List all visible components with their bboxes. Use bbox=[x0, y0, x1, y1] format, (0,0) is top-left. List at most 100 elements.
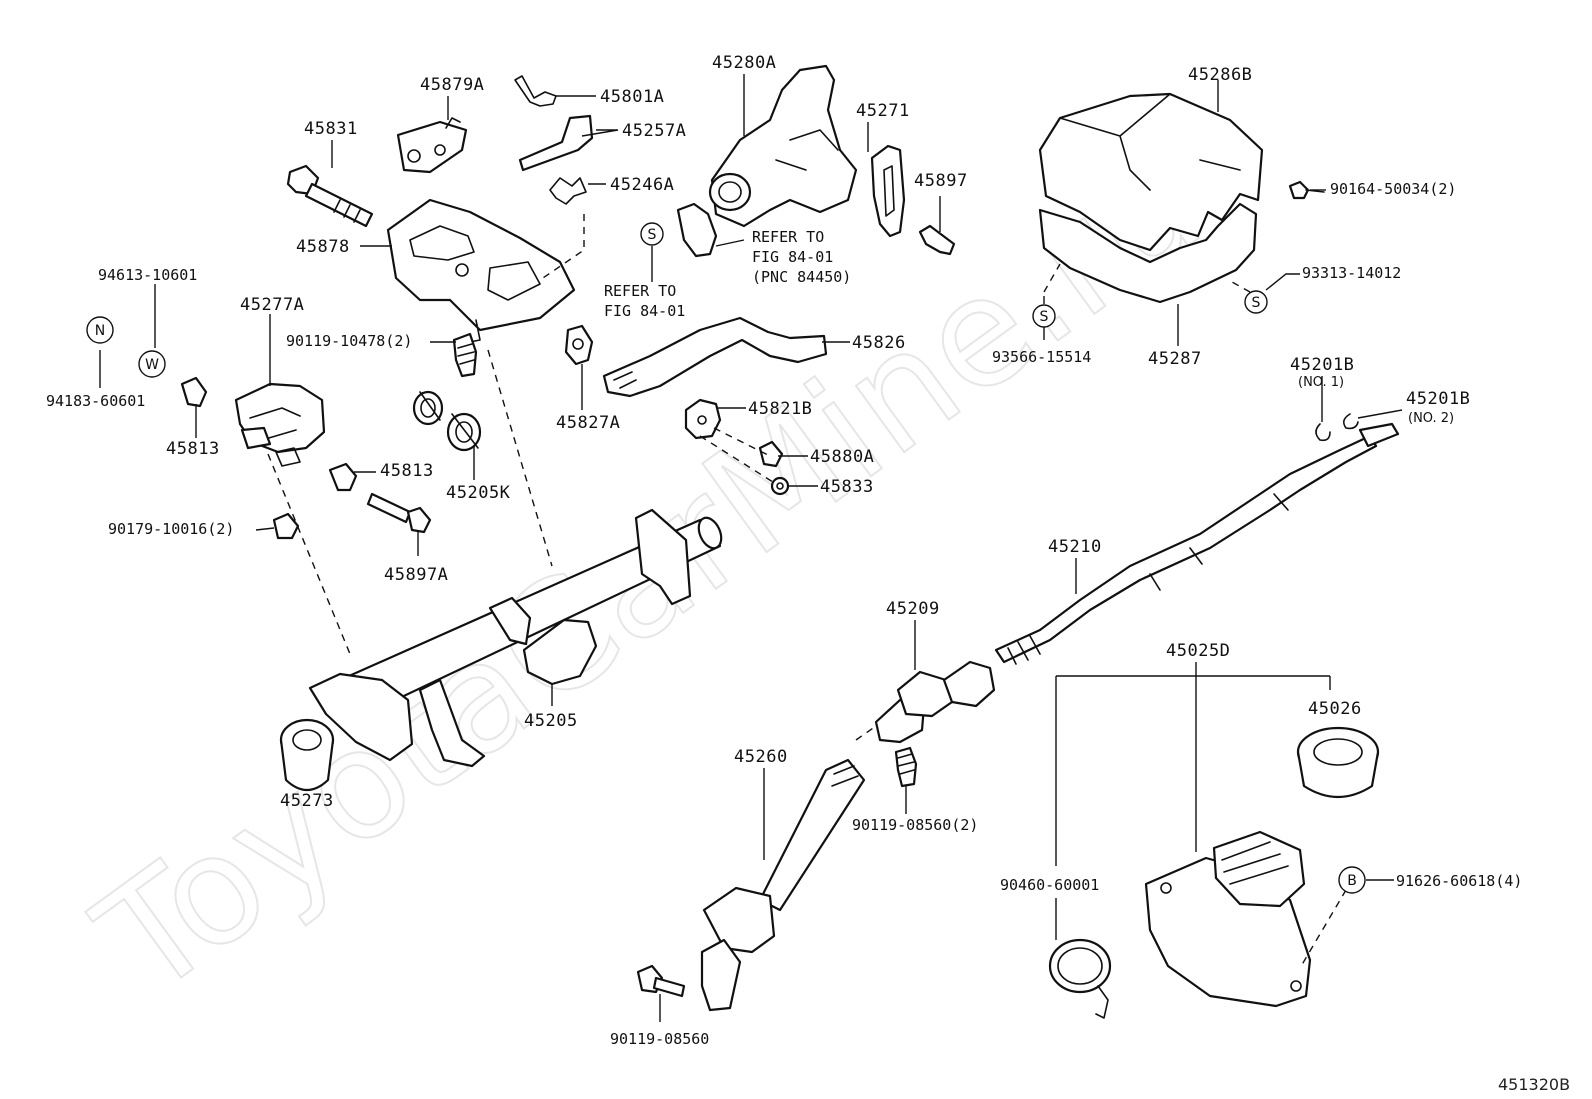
part-45246A-spring bbox=[549, 177, 587, 205]
diagram-code: 451320B bbox=[1498, 1075, 1570, 1094]
part-45878-bracket bbox=[386, 198, 576, 343]
label-45813-b: 45813 bbox=[380, 461, 434, 481]
part-45826-bracket bbox=[602, 316, 828, 398]
label-45897: 45897 bbox=[914, 171, 968, 191]
svg-text:B: B bbox=[1347, 873, 1357, 889]
label-94183-60601: 94183-60601 bbox=[46, 392, 145, 410]
label-45205: 45205 bbox=[524, 711, 578, 731]
symbol-s-93313: S bbox=[1244, 290, 1268, 314]
label-45801A: 45801A bbox=[600, 87, 664, 107]
label-90119-08560-2: 90119-08560(2) bbox=[852, 816, 978, 834]
label-45201B-no1: 45201B bbox=[1290, 355, 1354, 375]
leader-lines bbox=[99, 74, 1403, 1022]
label-45201B-no2: 45201B bbox=[1406, 389, 1470, 409]
label-45833: 45833 bbox=[820, 477, 874, 497]
part-45286B-upper-cover bbox=[1038, 92, 1264, 252]
label-93313-14012: 93313-14012 bbox=[1302, 264, 1401, 282]
label-45025D: 45025D bbox=[1166, 641, 1230, 661]
part-45813-clip-a bbox=[180, 376, 208, 408]
part-45209-universal-joint bbox=[874, 660, 996, 744]
symbol-s-93566: S bbox=[1032, 304, 1056, 328]
label-90179-10016: 90179-10016(2) bbox=[108, 520, 234, 538]
part-45827A-clip bbox=[564, 324, 594, 366]
label-45201B-no2-sub: (NO. 2) bbox=[1408, 411, 1454, 426]
label-45831: 45831 bbox=[304, 119, 358, 139]
part-90164-screw bbox=[1288, 180, 1325, 200]
svg-text:S: S bbox=[648, 227, 657, 243]
part-45277A-bracket bbox=[234, 382, 326, 467]
label-45201B-no1-sub: (NO. 1) bbox=[1298, 375, 1344, 390]
part-45201B-clip-no1 bbox=[1315, 423, 1331, 442]
part-90179-nut bbox=[272, 512, 300, 540]
part-45879A-bracket bbox=[396, 117, 468, 174]
symbol-s-refer: S bbox=[640, 222, 664, 246]
part-45801A-clip bbox=[514, 75, 557, 107]
part-45205-column-tube bbox=[308, 508, 723, 768]
label-45897A: 45897A bbox=[384, 565, 448, 585]
part-45257A-plate bbox=[518, 114, 594, 172]
label-45210: 45210 bbox=[1048, 537, 1102, 557]
label-45205K: 45205K bbox=[446, 483, 511, 503]
label-45880A: 45880A bbox=[810, 447, 874, 467]
part-90119-08560-bolt-2 bbox=[894, 746, 918, 788]
part-45813-clip-b bbox=[328, 462, 358, 492]
label-45277A: 45277A bbox=[240, 295, 304, 315]
part-90119-08560-bolt bbox=[636, 964, 686, 998]
symbol-w: W bbox=[138, 350, 166, 378]
label-45879A: 45879A bbox=[420, 75, 484, 95]
label-45878: 45878 bbox=[296, 237, 350, 257]
part-90460-clamp bbox=[1048, 938, 1112, 1019]
part-45897A-bolt bbox=[366, 492, 432, 534]
label-45826: 45826 bbox=[852, 333, 906, 353]
label-94613-10601: 94613-10601 bbox=[98, 266, 197, 284]
label-45287: 45287 bbox=[1148, 349, 1202, 369]
part-45210-shaft bbox=[994, 422, 1400, 665]
label-45026: 45026 bbox=[1308, 699, 1362, 719]
label-45821B: 45821B bbox=[748, 399, 812, 419]
label-45271: 45271 bbox=[856, 101, 910, 121]
label-45827A: 45827A bbox=[556, 413, 620, 433]
label-refer2-line1: REFER TO bbox=[604, 282, 676, 300]
part-45273-bushing bbox=[279, 718, 335, 792]
svg-text:N: N bbox=[95, 323, 105, 339]
label-45246A: 45246A bbox=[610, 175, 674, 195]
symbol-n: N bbox=[86, 316, 114, 344]
part-45880A-bolt bbox=[758, 440, 784, 468]
part-45260-lower-shaft bbox=[700, 758, 866, 1012]
part-90119-10478-bolt bbox=[452, 332, 478, 378]
part-45280A-housing bbox=[708, 64, 858, 228]
label-45257A: 45257A bbox=[622, 121, 686, 141]
part-45897-bolt bbox=[918, 224, 956, 256]
part-45026-seal bbox=[1296, 726, 1380, 798]
label-refer1-line2: FIG 84-01 bbox=[752, 248, 833, 266]
part-lock-cylinder bbox=[676, 202, 718, 258]
label-45273: 45273 bbox=[280, 791, 334, 811]
dashed-assembly-lines bbox=[267, 214, 1347, 969]
part-45287-lower-cover bbox=[1038, 202, 1258, 304]
label-45280A: 45280A bbox=[712, 53, 776, 73]
part-45831-bolt bbox=[286, 164, 374, 228]
label-90119-08560: 90119-08560 bbox=[610, 1030, 709, 1048]
svg-text:W: W bbox=[145, 357, 159, 373]
part-45025D-boot bbox=[1144, 830, 1312, 1008]
label-45286B: 45286B bbox=[1188, 65, 1252, 85]
label-91626-60618: 91626-60618(4) bbox=[1396, 872, 1522, 890]
part-45821B-bracket bbox=[684, 398, 722, 440]
svg-text:S: S bbox=[1252, 295, 1261, 311]
label-refer2-line2: FIG 84-01 bbox=[604, 302, 685, 320]
label-refer1-line3: (PNC 84450) bbox=[752, 268, 851, 286]
part-45271-plate bbox=[870, 144, 906, 238]
label-93566-15514: 93566-15514 bbox=[992, 348, 1091, 366]
label-45260: 45260 bbox=[734, 747, 788, 767]
label-refer1-line1: REFER TO bbox=[752, 228, 824, 246]
label-45209: 45209 bbox=[886, 599, 940, 619]
symbol-b: B bbox=[1338, 866, 1366, 894]
part-labels: 45879A 45801A 45280A 45286B 45831 45257A… bbox=[46, 53, 1522, 1048]
label-90164-50034: 90164-50034(2) bbox=[1330, 180, 1456, 198]
part-45205K-springs bbox=[412, 390, 482, 452]
label-90119-10478: 90119-10478(2) bbox=[286, 332, 412, 350]
label-45813-a: 45813 bbox=[166, 439, 220, 459]
part-45833-nut bbox=[770, 476, 790, 496]
label-90460-60001: 90460-60001 bbox=[1000, 876, 1099, 894]
